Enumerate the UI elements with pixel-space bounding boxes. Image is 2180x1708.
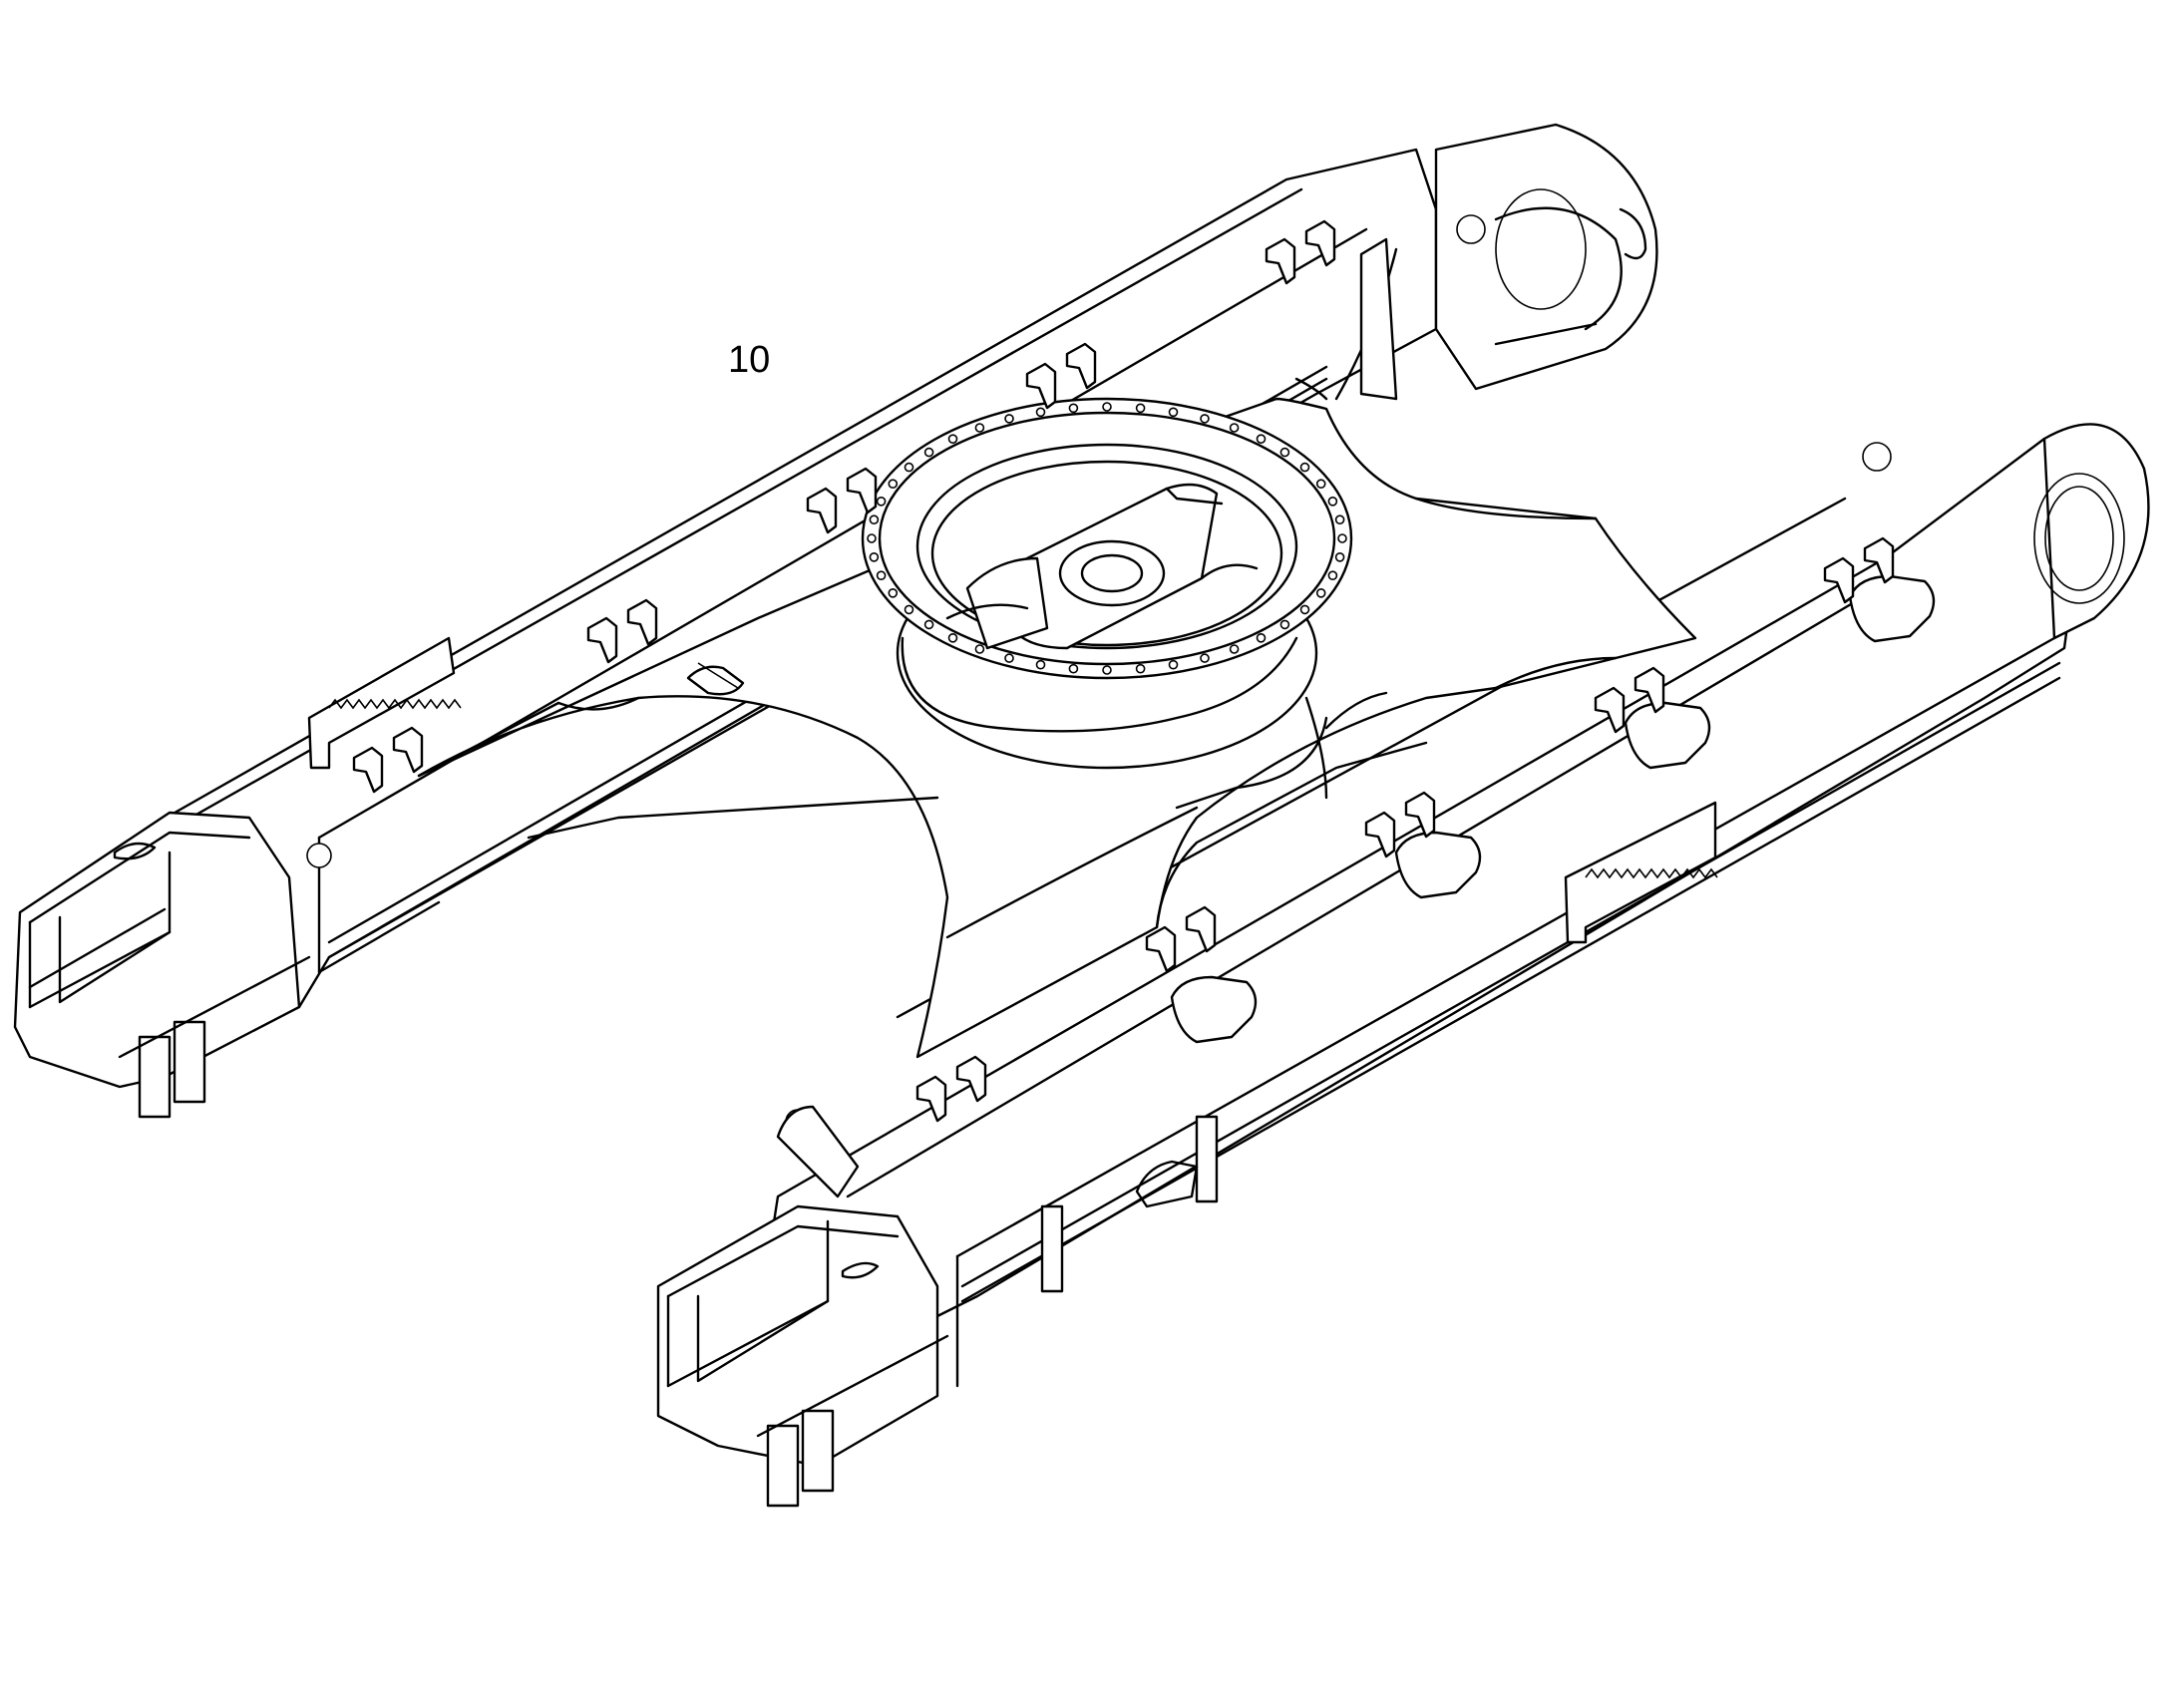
track-guide-lugs — [352, 219, 1895, 1123]
guide-lug — [1823, 556, 1855, 604]
bolt-hole — [1229, 644, 1240, 654]
bolt-hole — [1299, 604, 1310, 615]
left-track-frame — [13, 123, 1658, 1119]
bolt-hole — [947, 434, 958, 445]
guide-lug — [1065, 342, 1097, 390]
guide-lug — [352, 746, 384, 794]
guide-lug — [1634, 666, 1665, 714]
bolt-hole — [1315, 587, 1326, 598]
bolt-hole — [904, 604, 914, 615]
bolt-hole — [1135, 403, 1146, 414]
bolt-hole — [1035, 407, 1046, 418]
bolt-hole — [888, 587, 899, 598]
bolt-hole — [1327, 570, 1338, 581]
guide-lug — [1185, 905, 1217, 953]
bolt-hole — [1327, 496, 1338, 507]
guide-lug — [955, 1055, 987, 1103]
bolt-hole — [1168, 659, 1179, 670]
bolt-hole — [947, 632, 958, 643]
bolt-hole — [923, 447, 934, 458]
bolt-hole — [1168, 407, 1179, 418]
guide-lug — [1364, 811, 1396, 858]
guide-lug — [1265, 237, 1296, 285]
bolt-hole — [1299, 462, 1310, 473]
bolt-hole — [869, 551, 880, 562]
bearing-bolt-holes — [867, 402, 1347, 675]
guide-lug — [806, 487, 838, 534]
bolt-hole — [923, 619, 934, 630]
bolt-hole — [904, 462, 914, 473]
guide-lug — [1145, 925, 1177, 973]
bolt-hole — [1229, 423, 1240, 433]
bolt-hole — [974, 423, 985, 433]
bolt-hole — [1334, 514, 1345, 525]
bolt-hole — [1279, 447, 1290, 458]
bolt-hole — [888, 479, 899, 490]
bolt-hole — [1256, 434, 1267, 445]
guide-lug — [1863, 536, 1895, 584]
guide-lug — [846, 467, 878, 514]
guide-lug — [1404, 791, 1436, 839]
guide-lug — [626, 598, 658, 646]
bolt-hole — [1068, 403, 1079, 414]
part-callout-number: 10 — [728, 339, 771, 381]
guide-lug — [1304, 219, 1336, 267]
bolt-hole — [1334, 551, 1345, 562]
bolt-hole — [1337, 533, 1347, 543]
bolt-hole — [1102, 665, 1112, 675]
bolt-hole — [1135, 663, 1146, 674]
guide-lug — [392, 726, 424, 774]
guide-lug — [586, 616, 618, 664]
bolt-hole — [1200, 653, 1210, 663]
bolt-hole — [974, 644, 985, 654]
bolt-hole — [1035, 659, 1046, 670]
bolt-hole — [869, 514, 880, 525]
bolt-hole — [876, 570, 887, 581]
bolt-hole — [1004, 653, 1014, 663]
bolt-hole — [1004, 414, 1014, 424]
guide-lug — [1025, 362, 1057, 410]
bolt-hole — [1200, 414, 1210, 424]
right-track-frame — [656, 423, 2150, 1508]
bolt-hole — [1102, 402, 1112, 412]
bolt-hole — [1315, 479, 1326, 490]
bolt-hole — [876, 496, 887, 507]
guide-lug — [1594, 686, 1626, 734]
bolt-hole — [1279, 619, 1290, 630]
bolt-hole — [1068, 663, 1079, 674]
guide-lug — [915, 1075, 947, 1123]
bolt-hole — [1256, 632, 1267, 643]
swing-bearing-ring — [861, 397, 1353, 770]
bolt-hole — [867, 533, 877, 543]
